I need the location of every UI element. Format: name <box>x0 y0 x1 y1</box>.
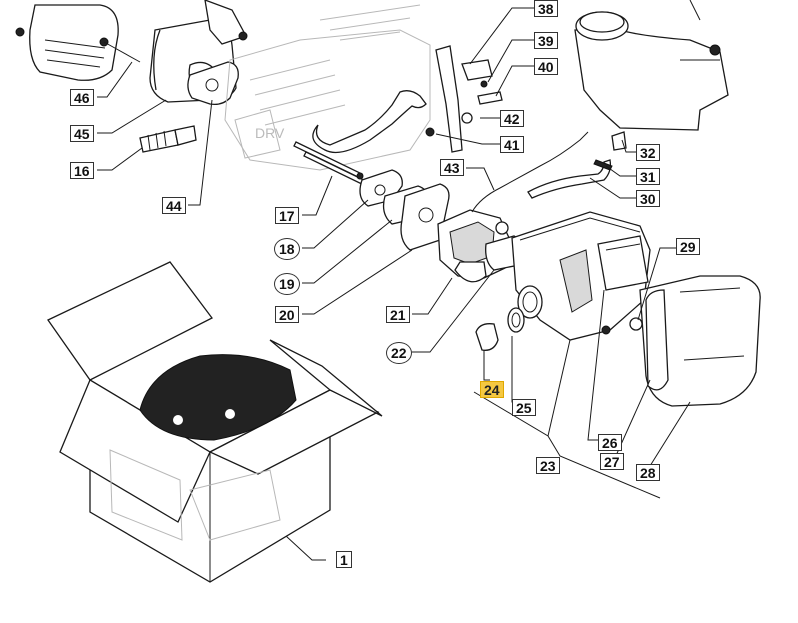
callout-23: 23 <box>536 457 560 474</box>
callout-31: 31 <box>636 168 660 185</box>
callout-16: 16 <box>70 162 94 179</box>
callout-43: 43 <box>440 159 464 176</box>
callout-40: 40 <box>534 58 558 75</box>
callout-39: 39 <box>534 32 558 49</box>
callout-22: 22 <box>386 342 412 364</box>
callout-17: 17 <box>275 207 299 224</box>
callout-29: 29 <box>676 238 700 255</box>
callout-28: 28 <box>636 464 660 481</box>
muffler-gasket <box>187 61 239 106</box>
callout-1: 1 <box>336 551 352 568</box>
packaging-box <box>47 261 383 583</box>
engine-block: DRV <box>224 4 431 171</box>
throttle-bracket <box>425 45 503 153</box>
svg-text:DRV: DRV <box>255 125 285 141</box>
fuel-tank <box>574 0 729 151</box>
air-filter-element <box>597 235 649 291</box>
callout-27: 27 <box>600 453 624 470</box>
callout-18: 18 <box>274 238 300 260</box>
callout-24-highlighted: 24 <box>480 381 504 398</box>
callout-44: 44 <box>162 197 186 214</box>
callout-42: 42 <box>500 110 524 127</box>
callout-26: 26 <box>598 434 622 451</box>
spark-plug <box>139 125 197 153</box>
callout-19: 19 <box>274 273 300 295</box>
muffler-guard <box>15 4 141 81</box>
callout-45: 45 <box>70 125 94 142</box>
callout-25: 25 <box>512 399 536 416</box>
air-filter-cover <box>629 275 761 407</box>
callout-20: 20 <box>275 306 299 323</box>
callout-32: 32 <box>636 144 660 161</box>
callout-46: 46 <box>70 89 94 106</box>
callout-41: 41 <box>500 136 524 153</box>
callout-30: 30 <box>636 190 660 207</box>
callout-38: 38 <box>534 0 558 17</box>
callout-21: 21 <box>386 306 410 323</box>
carburetor-studs <box>293 141 374 190</box>
